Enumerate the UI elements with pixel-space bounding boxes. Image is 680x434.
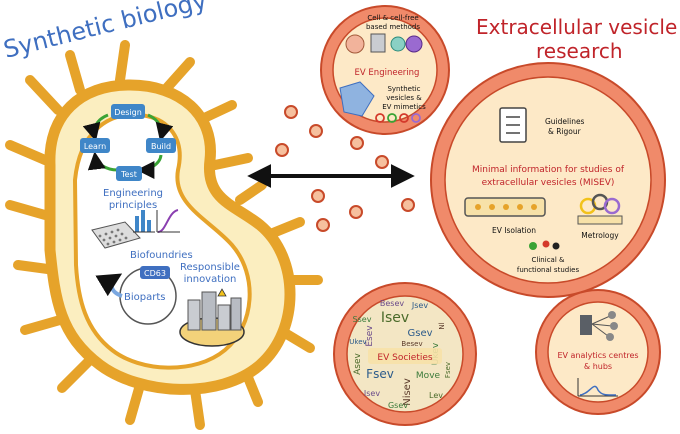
society-word: Besev (401, 340, 422, 348)
society-word: Asev (353, 352, 363, 374)
ev-analytics-vesicle (535, 289, 661, 415)
isolation-label: EV Isolation (492, 226, 536, 235)
societies-label: EV Societies (377, 353, 432, 363)
ruler-icon (577, 215, 623, 225)
engineering-cycle: Design Build Test Learn (80, 104, 176, 181)
engineering-line1: Engineering (103, 188, 163, 199)
test-label: Test (120, 170, 137, 179)
engineering-line2: principles (109, 200, 157, 211)
misev-title-line1: Minimal information for studies of (472, 165, 625, 175)
societies-wordcloud: IsevEsevGsevUkevFsevNisevMoveAsevBesevJs… (349, 299, 452, 410)
ev-eng-synth-line3: EV mimetics (382, 103, 426, 111)
society-word: Isev (381, 310, 409, 326)
cell-methods-icon (345, 33, 423, 54)
ev-eng-label: EV Engineering (355, 68, 420, 78)
design-box (111, 104, 145, 119)
misev-vesicle (430, 62, 666, 298)
biopart-arrow (95, 273, 123, 298)
society-word: Fsev (444, 362, 452, 378)
society-word: Jsev (411, 301, 428, 310)
society-word: Gsev (407, 328, 432, 339)
city-dish-icon (179, 288, 245, 347)
society-word: Lev (429, 391, 443, 400)
society-word: Nisev (402, 378, 413, 406)
left-title: Synthetic biology (1, 0, 210, 64)
metrology-rings-icon (579, 193, 621, 215)
isolation-column-icon (464, 197, 546, 217)
mini-vesicles-icon (375, 113, 421, 123)
learn-label: Learn (84, 142, 106, 151)
ev-eng-methods-line2: based methods (366, 23, 420, 31)
mini-plot-icon (577, 378, 618, 397)
clinical-icon (529, 240, 560, 250)
analytics-line2: & hubs (584, 362, 612, 371)
ev-eng-methods-line1: Cell & cell-free (367, 14, 418, 22)
responsible-line1: Responsible (180, 262, 240, 273)
network-icon (580, 311, 618, 341)
society-word: Isev (364, 389, 380, 398)
society-word: Besev (380, 299, 405, 308)
cd63-label: CD63 (144, 269, 166, 278)
misev-title-line2: extracellular vesicles (MISEV) (482, 178, 615, 188)
bar-chart-icon (133, 210, 155, 233)
society-word: Gsev (388, 401, 408, 410)
learn-box (80, 138, 110, 153)
right-title-line1: Extracellular vesicle (476, 15, 677, 39)
society-word: Move (416, 371, 441, 381)
society-word: Fsev (366, 367, 394, 381)
released-vesicles (275, 105, 415, 232)
guidelines-line2: & Rigour (548, 127, 582, 136)
society-word: Ukev (349, 338, 366, 346)
biofoundries-label: Biofoundries (130, 250, 193, 261)
society-word: Ssev (353, 315, 372, 324)
cd63-tag (140, 266, 170, 279)
mimetic-polygon-icon (339, 81, 375, 117)
test-box (116, 166, 142, 181)
design-label: Design (114, 108, 142, 117)
responsible-line2: innovation (184, 274, 237, 285)
build-box (146, 138, 176, 153)
growth-curve-icon (156, 209, 180, 233)
society-word: Esev (365, 325, 375, 347)
analytics-line1: EV analytics centres (557, 351, 638, 360)
right-title-line2: research (536, 39, 623, 63)
ev-eng-synth-line2: vesicles & (386, 94, 422, 102)
synthetic-cell (5, 40, 323, 430)
guidelines-line1: Guidelines (545, 117, 585, 126)
bioparts-label: Bioparts (124, 292, 165, 303)
societies-label-bg (368, 348, 442, 364)
checklist-icon (499, 107, 527, 143)
clinical-line1: Clinical & (532, 256, 565, 264)
society-word: Nl (438, 322, 446, 329)
clinical-line2: functional studies (517, 266, 580, 274)
plate-icon (91, 221, 141, 249)
build-label: Build (151, 142, 171, 151)
ev-eng-synth-line1: Synthetic (387, 85, 420, 93)
metrology-label: Metrology (581, 231, 619, 240)
